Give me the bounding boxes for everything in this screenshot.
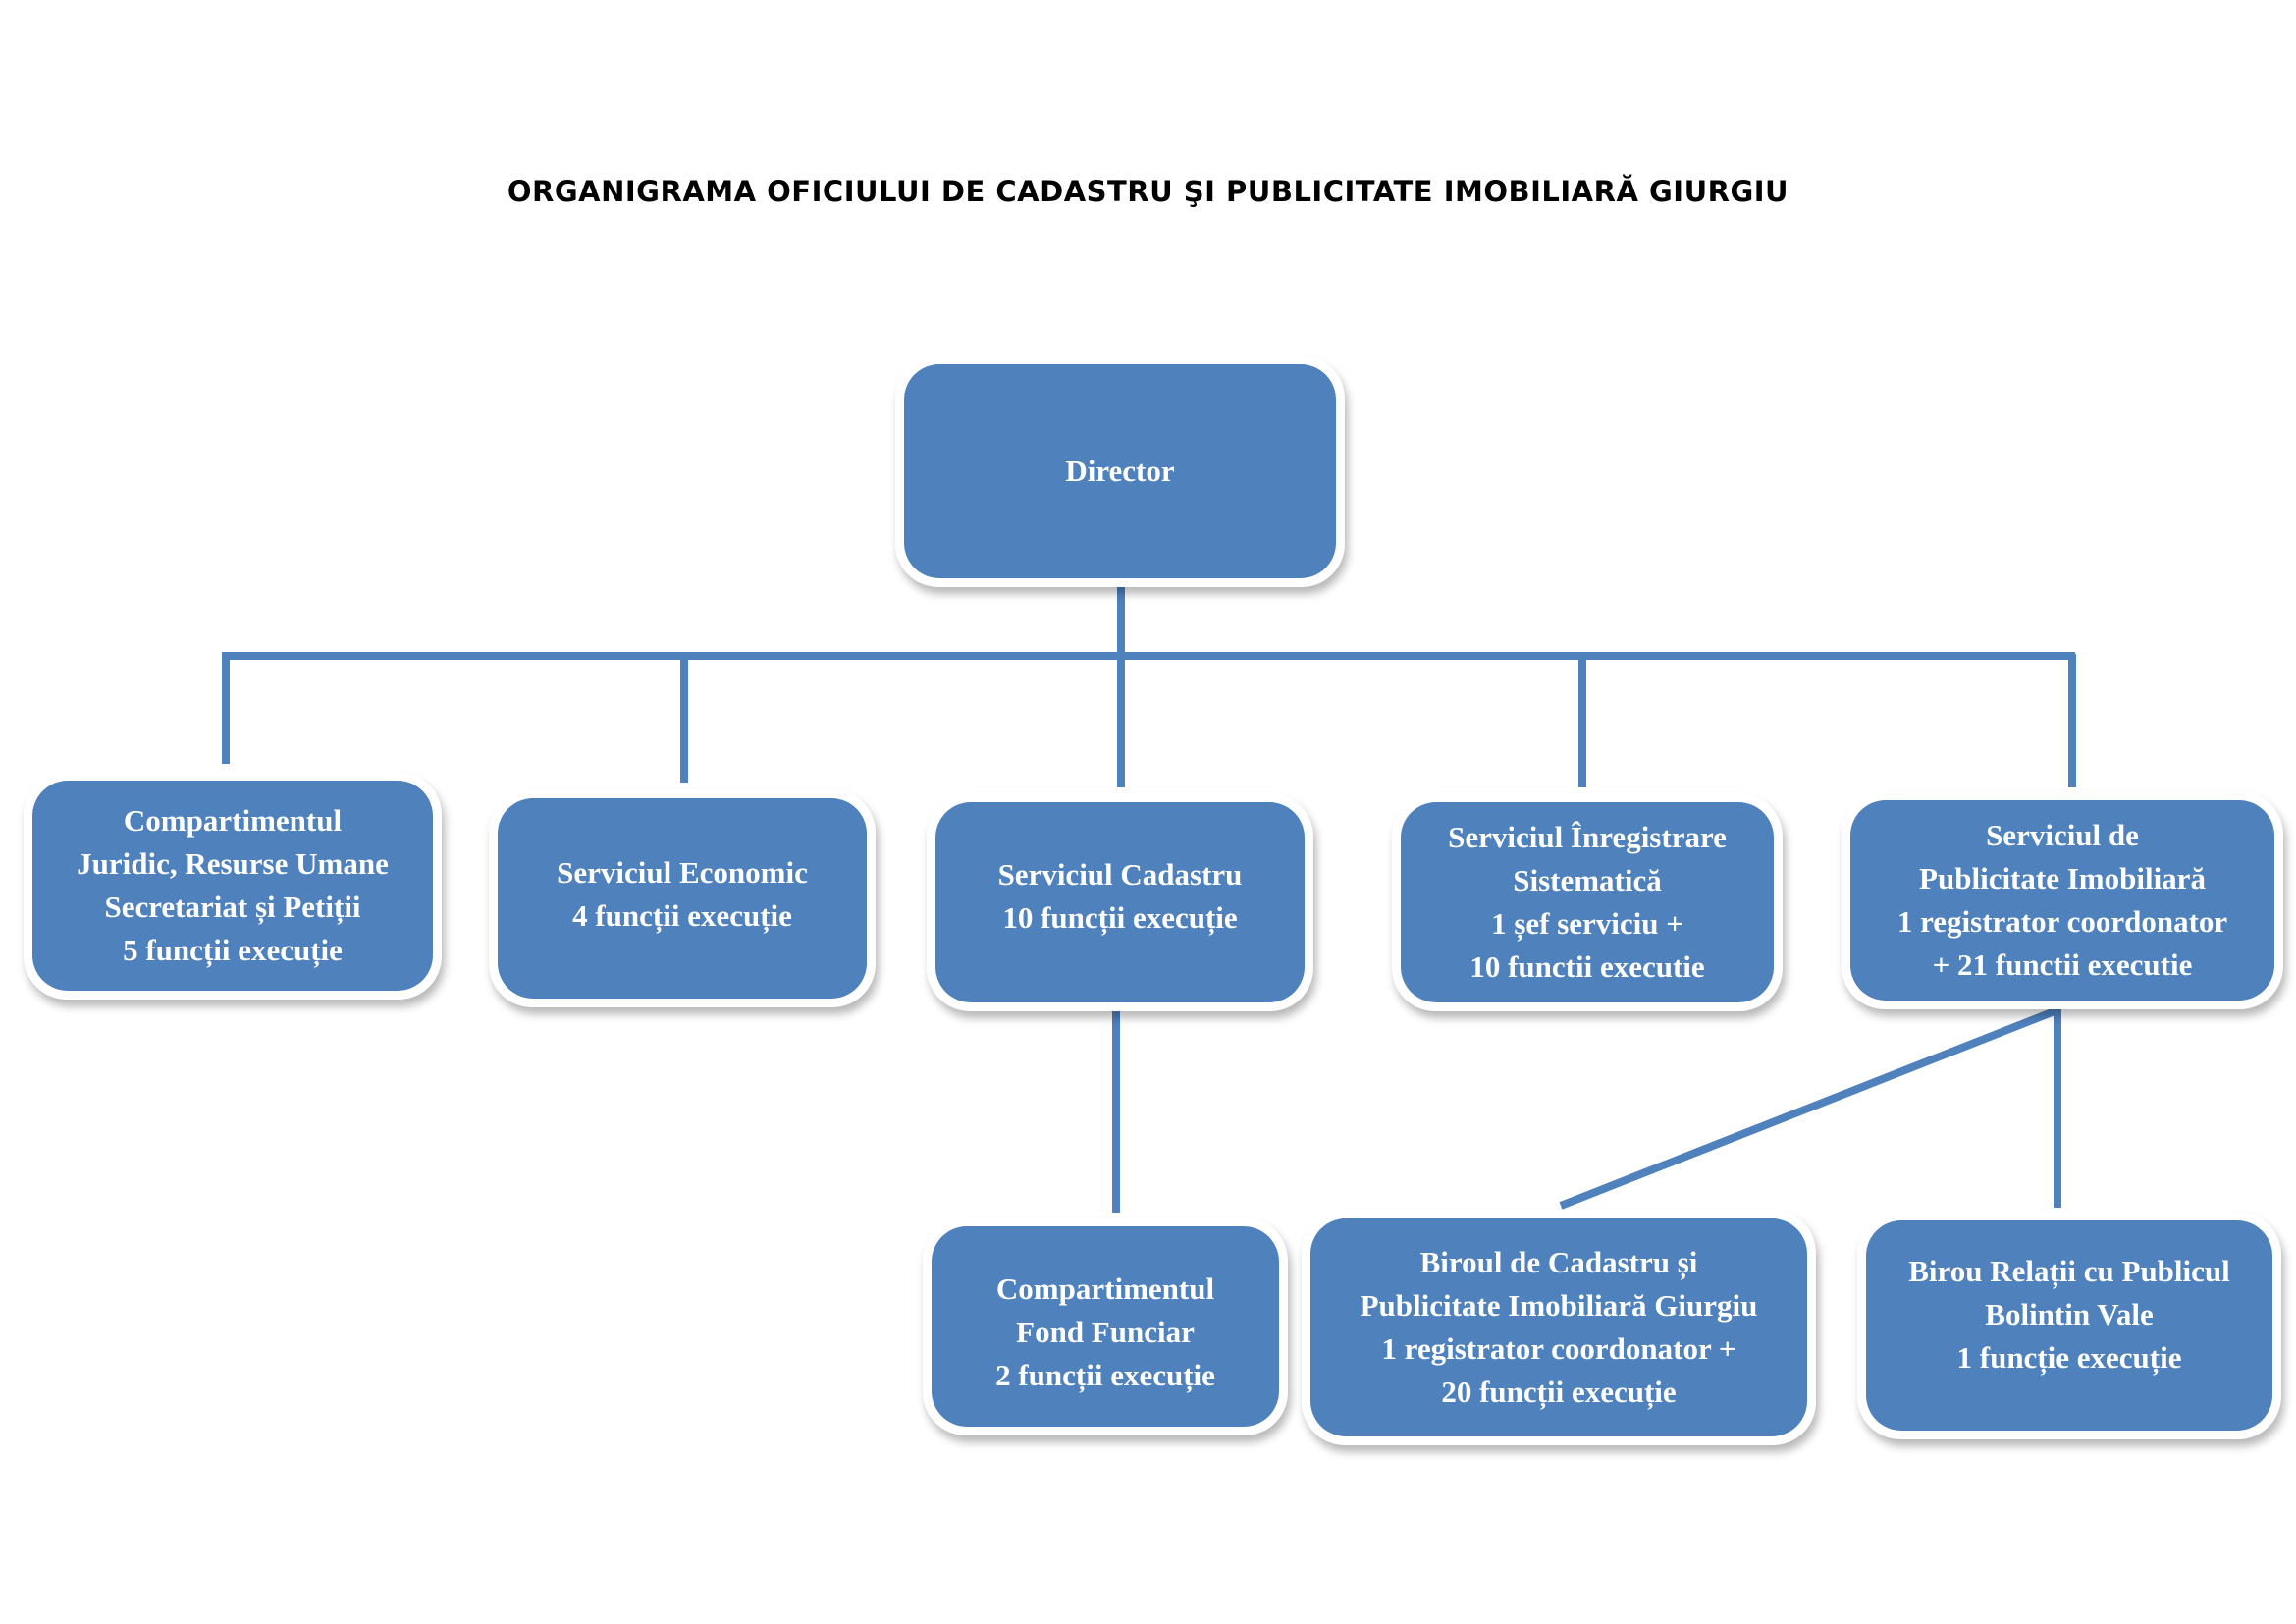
node-text: + 21 functii executie (1932, 947, 2193, 982)
node-text: 20 funcții execuție (1441, 1375, 1677, 1409)
node-text: 1 șef serviciu + (1491, 906, 1683, 941)
node-publicitate-body: Serviciul de Publicitate Imobiliară 1 re… (1850, 800, 2274, 1001)
connector-publicitate-to-giurgiu (1559, 1005, 2061, 1210)
node-text: 10 functii executie (1469, 949, 1705, 984)
node-economic-body: Serviciul Economic 4 funcții execuție (498, 798, 867, 999)
node-text: 1 registrator coordonator (1896, 904, 2228, 939)
node-text: Publicitate Imobiliară Giurgiu (1360, 1288, 1758, 1323)
node-text: Juridic, Resurse Umane (77, 846, 389, 881)
node-text: 2 funcții execuție (995, 1358, 1215, 1392)
node-text: Bolintin Vale (1985, 1297, 2154, 1331)
node-birou-bolintin-body: Birou Relații cu Publicul Bolintin Vale … (1866, 1220, 2272, 1431)
node-text: Compartimentul (123, 803, 343, 838)
node-fond-funciar[interactable]: Compartimentul Fond Funciar 2 funcții ex… (923, 1218, 1288, 1435)
node-text: 10 funcții execuție (1002, 900, 1238, 935)
node-text: Biroul de Cadastru și (1419, 1245, 1698, 1279)
node-text: Compartimentul (995, 1272, 1215, 1306)
node-text: 1 funcție execuție (1956, 1340, 2182, 1375)
node-cadastru-body: Serviciul Cadastru 10 funcții execuție (935, 802, 1305, 1002)
node-text: Serviciul Cadastru (997, 857, 1243, 892)
node-fond-funciar-body: Compartimentul Fond Funciar 2 funcții ex… (932, 1226, 1279, 1427)
node-text: Serviciul Înregistrare (1448, 820, 1727, 854)
node-text: Secretariat și Petiții (104, 890, 361, 924)
chart-title: ORGANIGRAMA OFICIULUI DE CADASTRU ŞI PUB… (507, 175, 1789, 208)
node-text: Director (1065, 454, 1175, 488)
node-text: Serviciul Economic (557, 855, 808, 890)
node-inregistrare[interactable]: Serviciul Înregistrare Sistematică 1 șef… (1392, 793, 1783, 1011)
node-economic[interactable]: Serviciul Economic 4 funcții execuție (489, 789, 876, 1007)
node-director[interactable]: Director (895, 355, 1345, 587)
node-juridic[interactable]: Compartimentul Juridic, Resurse Umane Se… (24, 772, 442, 1000)
node-birou-bolintin[interactable]: Birou Relații cu Publicul Bolintin Vale … (1857, 1212, 2281, 1439)
node-text: Sistematică (1513, 863, 1662, 897)
node-birou-giurgiu-body: Biroul de Cadastru și Publicitate Imobil… (1310, 1218, 1807, 1436)
node-juridic-body: Compartimentul Juridic, Resurse Umane Se… (32, 781, 433, 991)
node-publicitate[interactable]: Serviciul de Publicitate Imobiliară 1 re… (1842, 791, 2283, 1009)
node-inregistrare-body: Serviciul Înregistrare Sistematică 1 șef… (1401, 802, 1774, 1002)
node-text: 1 registrator coordonator + (1381, 1331, 1736, 1366)
node-cadastru[interactable]: Serviciul Cadastru 10 funcții execuție (927, 793, 1313, 1011)
node-text: 5 funcții execuție (123, 933, 343, 967)
node-birou-giurgiu[interactable]: Biroul de Cadastru și Publicitate Imobil… (1302, 1210, 1816, 1445)
node-text: 4 funcții execuție (572, 898, 792, 933)
node-text: Serviciul de (1986, 818, 2139, 852)
node-text: Fond Funciar (1016, 1315, 1195, 1349)
node-text: Publicitate Imobiliară (1919, 861, 2206, 895)
node-text: Birou Relații cu Publicul (1908, 1254, 2230, 1288)
node-director-body: Director (904, 364, 1336, 578)
